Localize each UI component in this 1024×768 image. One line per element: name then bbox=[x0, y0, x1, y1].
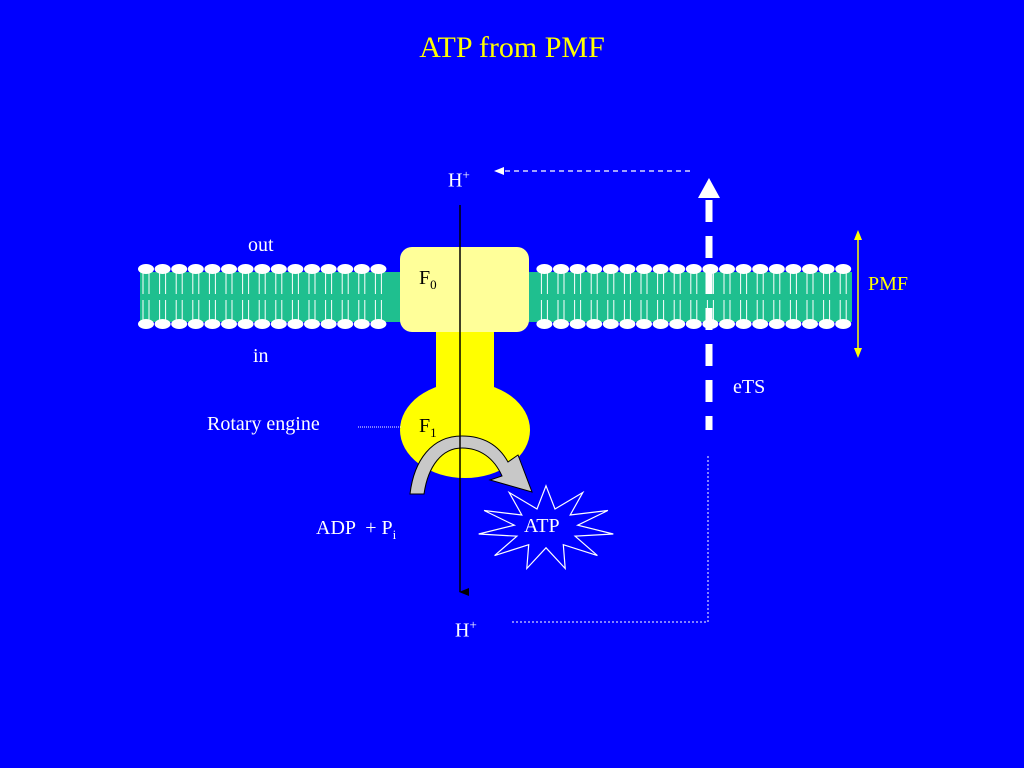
lipid-head bbox=[204, 319, 221, 329]
lipid-head bbox=[221, 264, 237, 274]
out-label: out bbox=[248, 234, 274, 256]
lipid-head bbox=[237, 319, 254, 329]
in-label: in bbox=[253, 345, 269, 367]
lipid-head bbox=[636, 264, 652, 274]
lipid-head bbox=[835, 319, 852, 329]
lipid-head bbox=[586, 264, 603, 274]
pmf-arrow bbox=[854, 230, 862, 358]
lipid-head bbox=[536, 319, 553, 329]
lipid-head bbox=[685, 319, 702, 329]
lipid-head bbox=[154, 319, 171, 329]
lipid-head bbox=[669, 264, 686, 274]
lipid-head bbox=[553, 264, 569, 274]
lipid-head bbox=[154, 264, 171, 274]
lipid-head bbox=[602, 264, 619, 274]
lipid-head bbox=[719, 264, 735, 274]
h-plus-top-label: H+ bbox=[448, 167, 470, 192]
page-title: ATP from PMF bbox=[419, 31, 605, 64]
lipid-head bbox=[652, 264, 669, 274]
lipid-head bbox=[818, 319, 835, 329]
lipid-head bbox=[254, 319, 271, 329]
rotation-arrow-icon bbox=[409, 435, 533, 495]
lipid-head bbox=[221, 319, 237, 329]
lipid-head bbox=[353, 264, 370, 274]
atp-label: ATP bbox=[524, 515, 560, 537]
lipid-head bbox=[586, 319, 603, 329]
lipid-head bbox=[768, 264, 785, 274]
adp-pi-label: ADP + Pi bbox=[316, 517, 397, 542]
lipid-head bbox=[320, 319, 337, 329]
starburst-icon bbox=[478, 484, 614, 571]
lipid-head bbox=[187, 264, 204, 274]
lipid-head bbox=[171, 319, 188, 329]
lipid-head bbox=[337, 319, 354, 329]
lipid-head bbox=[320, 264, 337, 274]
lipid-head bbox=[785, 264, 802, 274]
lipid-head bbox=[752, 319, 769, 329]
lipid-head bbox=[835, 264, 852, 274]
lipid-head bbox=[187, 319, 204, 329]
lipid-head bbox=[287, 264, 304, 274]
f0-subunit bbox=[400, 247, 529, 332]
ets-arrow bbox=[698, 178, 720, 430]
lipid-head bbox=[652, 319, 669, 329]
lipid-head bbox=[602, 319, 619, 329]
lipid-head bbox=[735, 264, 752, 274]
lipid-head bbox=[138, 264, 154, 274]
lipid-head bbox=[569, 319, 586, 329]
lipid-head bbox=[752, 264, 769, 274]
lipid-head bbox=[138, 319, 154, 329]
lipid-head bbox=[802, 319, 818, 329]
h-plus-bottom-label: H+ bbox=[455, 617, 477, 642]
lipid-head bbox=[337, 264, 354, 274]
lipid-head bbox=[370, 264, 387, 274]
lipid-head bbox=[818, 264, 835, 274]
lipid-head bbox=[270, 319, 287, 329]
lipid-head bbox=[370, 319, 387, 329]
f1-label: F1 bbox=[419, 415, 437, 440]
lipid-head bbox=[685, 264, 702, 274]
lipid-head bbox=[553, 319, 569, 329]
lipid-head bbox=[719, 319, 735, 329]
lipid-head bbox=[171, 264, 188, 274]
lipid-head bbox=[254, 264, 271, 274]
lipid-head bbox=[768, 319, 785, 329]
f0-label: F0 bbox=[419, 267, 437, 292]
lipid-head bbox=[669, 319, 686, 329]
lipid-head bbox=[785, 319, 802, 329]
lipid-head bbox=[636, 319, 652, 329]
lipid-head bbox=[569, 264, 586, 274]
rotary-engine-label: Rotary engine bbox=[207, 413, 320, 435]
lipid-head bbox=[304, 264, 320, 274]
lipid-head bbox=[287, 319, 304, 329]
arrowhead-left-icon bbox=[494, 167, 504, 175]
lipid-head bbox=[353, 319, 370, 329]
lipid-head bbox=[270, 264, 287, 274]
lipid-head bbox=[237, 264, 254, 274]
lipid-head bbox=[536, 264, 553, 274]
lipid-head bbox=[802, 264, 818, 274]
lipid-head bbox=[619, 319, 636, 329]
lipid-head bbox=[304, 319, 320, 329]
lipid-head bbox=[204, 264, 221, 274]
ets-label: eTS bbox=[733, 376, 766, 398]
pmf-label: PMF bbox=[868, 273, 909, 295]
lipid-head bbox=[735, 319, 752, 329]
lipid-head bbox=[702, 264, 719, 274]
proton-return-bottom bbox=[512, 455, 709, 623]
lipid-head bbox=[619, 264, 636, 274]
